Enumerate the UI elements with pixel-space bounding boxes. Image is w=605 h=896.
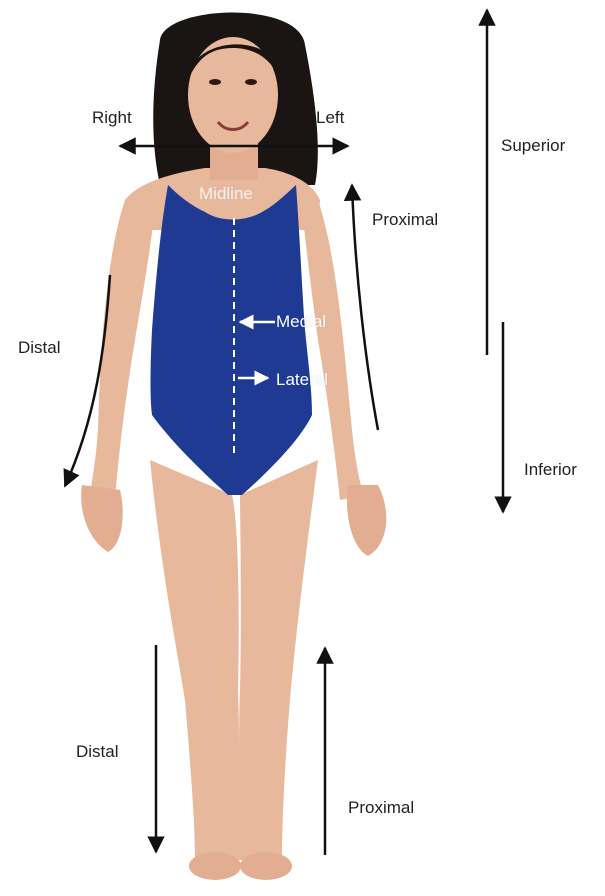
label-proximal-leg: Proximal bbox=[348, 798, 414, 818]
eye-right bbox=[245, 79, 257, 85]
label-right: Right bbox=[92, 108, 132, 128]
right-foot bbox=[240, 852, 292, 880]
label-medial: Medial bbox=[276, 312, 326, 332]
label-superior: Superior bbox=[501, 136, 565, 156]
swimsuit bbox=[151, 185, 313, 495]
right-arm bbox=[90, 200, 155, 500]
left-foot bbox=[189, 852, 241, 880]
label-distal-arm: Distal bbox=[18, 338, 61, 358]
left-leg bbox=[150, 460, 240, 860]
label-proximal-arm: Proximal bbox=[372, 210, 438, 230]
left-hand bbox=[347, 485, 386, 556]
right-hand bbox=[81, 485, 123, 552]
label-distal-leg: Distal bbox=[76, 742, 119, 762]
label-midline: Midline bbox=[199, 184, 253, 204]
label-inferior: Inferior bbox=[524, 460, 577, 480]
right-leg bbox=[238, 460, 318, 860]
eye-left bbox=[209, 79, 221, 85]
label-lateral: Lateral bbox=[276, 370, 328, 390]
label-left: Left bbox=[316, 108, 344, 128]
